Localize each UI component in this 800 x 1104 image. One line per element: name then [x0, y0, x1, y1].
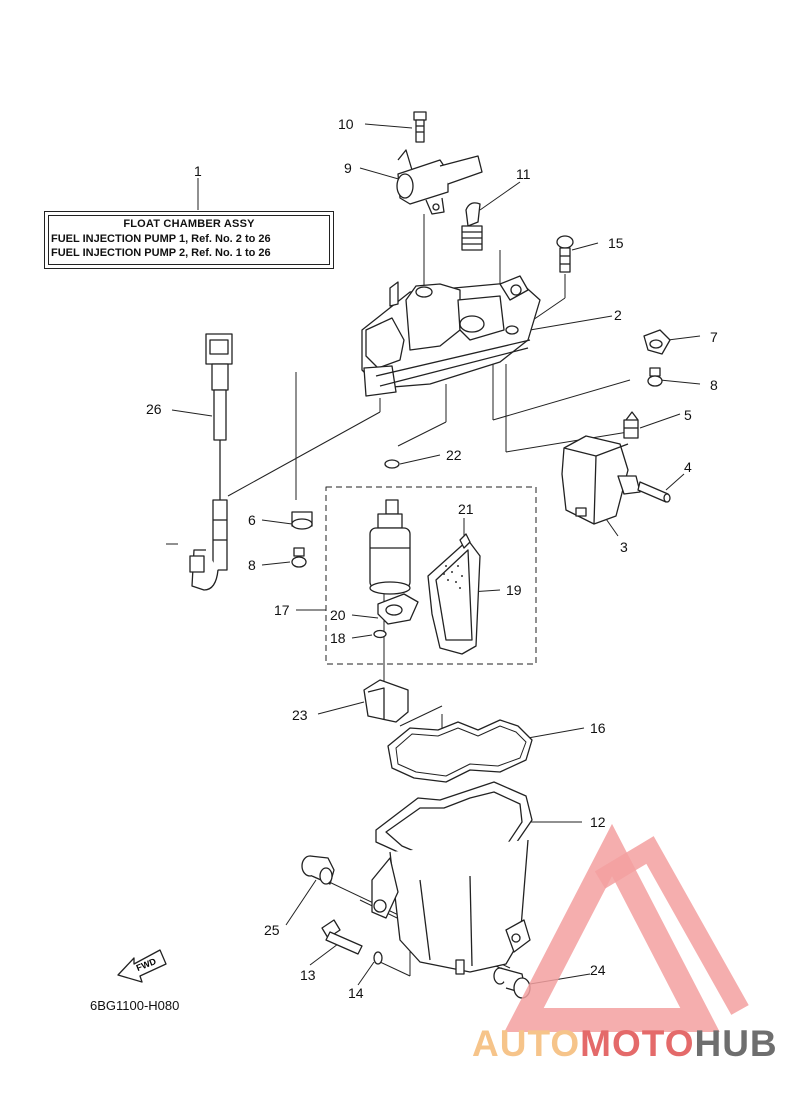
- callout-12: 12: [590, 814, 606, 830]
- float-chamber-cover-2: [361, 275, 541, 397]
- watermark-part-2: MOTO: [580, 1023, 695, 1064]
- title-line-1: FLOAT CHAMBER ASSY: [123, 218, 255, 230]
- callout-17: 17: [274, 602, 290, 618]
- pump-holder-20: [377, 593, 419, 625]
- screw-8-left: [291, 547, 307, 568]
- gasket-16: [387, 719, 533, 783]
- callout-6: 6: [248, 512, 256, 528]
- drain-screw-13: [321, 919, 363, 955]
- callout-15: 15: [608, 235, 624, 251]
- bracket-6: [291, 511, 313, 530]
- callout-7: 7: [710, 329, 718, 345]
- float-pin-4: [637, 481, 671, 503]
- pressure-regulator-9: [396, 149, 483, 215]
- callout-8-right: 8: [710, 377, 718, 393]
- o-ring-22: [384, 459, 400, 469]
- callout-11: 11: [516, 166, 531, 182]
- watermark-part-3: HUB: [694, 1023, 778, 1064]
- needle-valve-5: [623, 411, 639, 439]
- fuel-filter-19: [427, 539, 481, 655]
- callout-16: 16: [590, 720, 606, 736]
- callout-24: 24: [590, 962, 606, 978]
- callout-19: 19: [506, 582, 522, 598]
- callout-21: 21: [458, 501, 474, 517]
- callout-9: 9: [344, 160, 352, 176]
- screw-15: [556, 235, 574, 273]
- callout-14: 14: [348, 985, 364, 1001]
- title-box-inner: [48, 215, 330, 265]
- callout-10: 10: [338, 116, 354, 132]
- o-ring-18: [373, 629, 387, 639]
- plug-24: [493, 967, 531, 999]
- callout-25: 25: [264, 922, 280, 938]
- callout-1: 1: [194, 163, 202, 179]
- pump-assembly-group-box: [325, 486, 537, 665]
- bracket-7: [643, 329, 671, 355]
- watermark-logo-icon: [504, 823, 749, 1032]
- assembly-title-box: FLOAT CHAMBER ASSY FUEL INJECTION PUMP 1…: [44, 211, 334, 269]
- callout-23: 23: [292, 707, 308, 723]
- watermark-part-1: AUTO: [472, 1023, 581, 1064]
- callout-20: 20: [330, 607, 346, 623]
- callout-18: 18: [330, 630, 346, 646]
- diagram-code: 6BG1100-H080: [90, 998, 180, 1013]
- grommet-25: [301, 855, 335, 885]
- callout-8-left: 8: [248, 557, 256, 573]
- callout-4: 4: [684, 459, 692, 475]
- float-chamber-12: [371, 781, 533, 975]
- screw-8-right: [647, 367, 663, 387]
- fuel-pump: [369, 499, 411, 595]
- watermark-text: AUTOMOTOHUB: [472, 1023, 778, 1065]
- leader-lines: [166, 123, 701, 986]
- clip-21: [459, 533, 471, 549]
- callout-2: 2: [614, 307, 622, 323]
- bolt-10: [413, 111, 427, 143]
- wiring-harness-26: [189, 333, 233, 591]
- o-ring-14: [373, 951, 383, 965]
- title-line-3: FUEL INJECTION PUMP 2, Ref. No. 1 to 26: [51, 247, 271, 259]
- damper-23: [363, 679, 409, 723]
- fitting-11: [461, 202, 483, 251]
- callout-22: 22: [446, 447, 462, 463]
- callout-26: 26: [146, 401, 162, 417]
- title-line-2: FUEL INJECTION PUMP 1, Ref. No. 2 to 26: [51, 233, 271, 245]
- callout-13: 13: [300, 967, 316, 983]
- callout-5: 5: [684, 407, 692, 423]
- callout-3: 3: [620, 539, 628, 555]
- float-3: [561, 435, 641, 525]
- fwd-arrow-icon: [117, 949, 167, 983]
